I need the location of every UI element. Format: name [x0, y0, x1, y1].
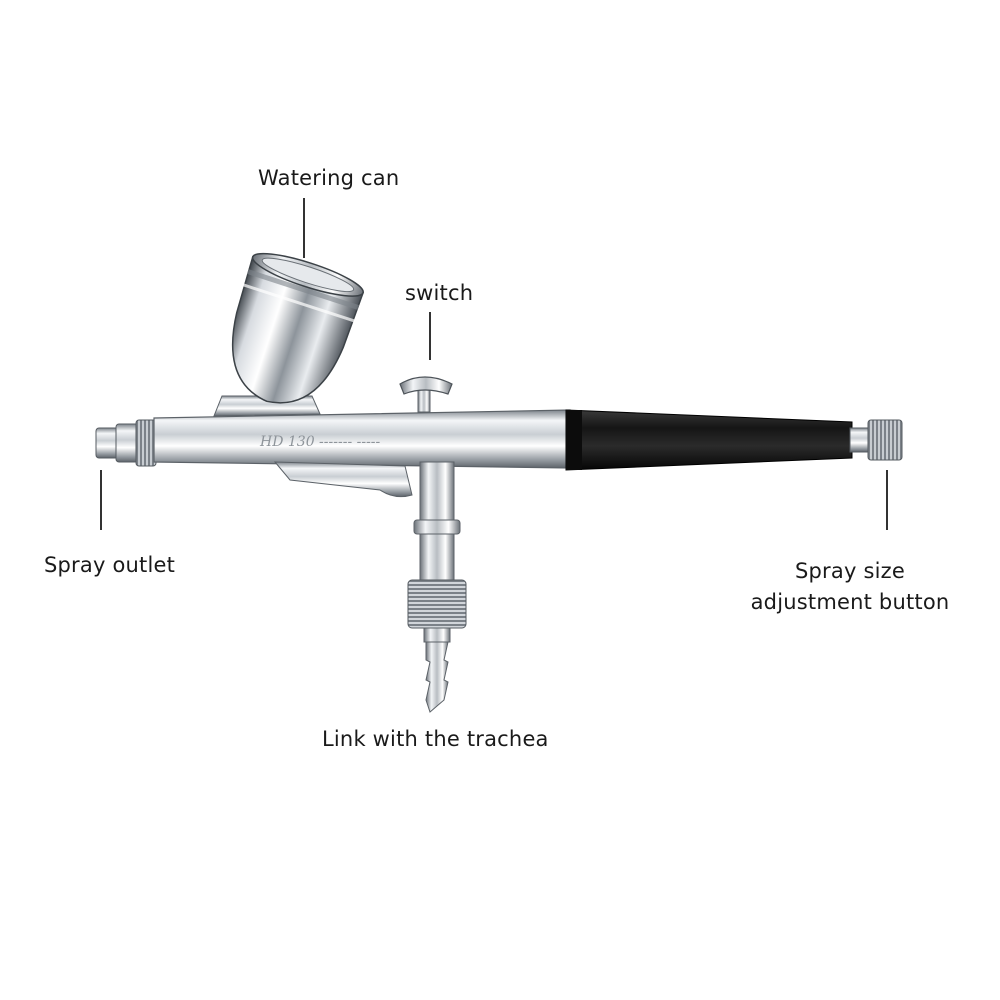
watering-can-leader [303, 198, 305, 258]
spray-outlet-label: Spray outlet [44, 553, 176, 577]
spray-size-leader [886, 470, 888, 530]
spray-size-label-line2: adjustment button [750, 590, 950, 614]
link-trachea-label: Link with the trachea [322, 727, 549, 751]
switch-leader [429, 312, 431, 360]
watering-can-label: Watering can [258, 166, 400, 190]
switch-label: switch [405, 281, 474, 305]
spray-size-label-line1: Spray size [795, 559, 905, 583]
svg-text:HD 130 ------- -----: HD 130 ------- ----- [259, 434, 381, 450]
spray-outlet-leader [100, 470, 102, 530]
